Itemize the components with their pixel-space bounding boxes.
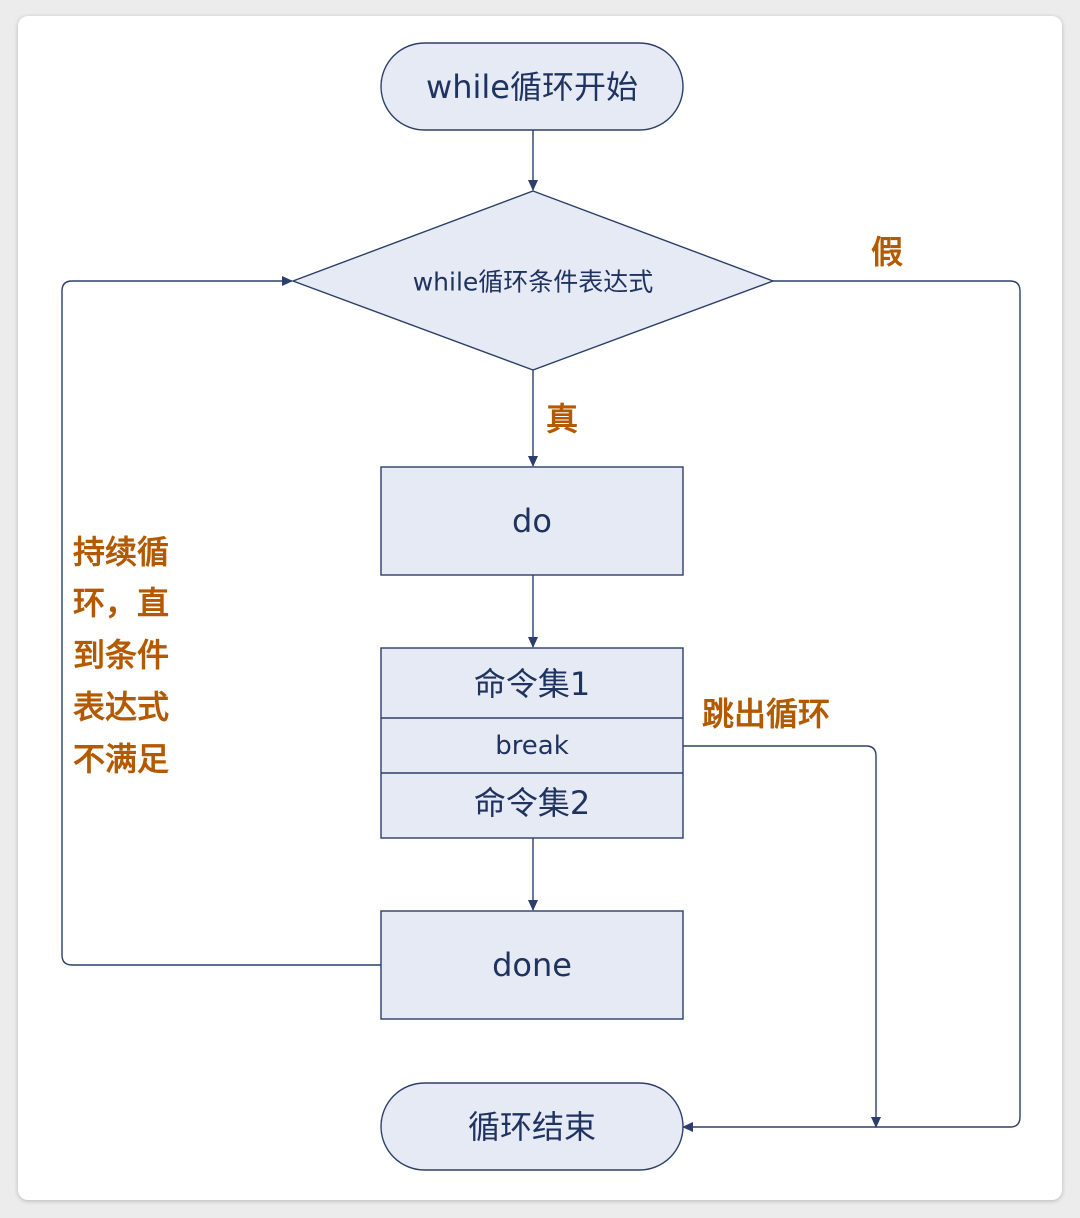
continue-line-3: 到条件	[73, 636, 169, 674]
end-terminal: 循环结束	[380, 1082, 684, 1171]
start-label: while循环开始	[426, 68, 638, 106]
continue-loop-label: 持续循 环，直 到条件 表达式 不满足	[73, 533, 169, 778]
false-label: 假	[871, 233, 903, 271]
do-box: do	[380, 466, 684, 576]
done-label: done	[492, 946, 572, 984]
break-out-label: 跳出循环	[702, 695, 830, 733]
condition-label: while循环条件表达式	[413, 268, 654, 297]
end-label: 循环结束	[468, 1108, 596, 1146]
condition-diamond: while循环条件表达式	[290, 190, 776, 371]
continue-line-5: 不满足	[73, 740, 169, 778]
continue-line-2: 环，直	[73, 584, 169, 622]
cmd2-label: 命令集2	[474, 784, 590, 822]
start-terminal: while循环开始	[380, 42, 684, 131]
arrow-false-exit	[682, 280, 1021, 1132]
break-label: break	[495, 731, 569, 761]
command-block: 命令集1 break 命令集2	[380, 647, 684, 839]
continue-line-1: 持续循	[73, 533, 169, 571]
continue-line-4: 表达式	[73, 688, 169, 726]
arrow-break-exit	[683, 745, 881, 1128]
true-label: 真	[546, 400, 578, 438]
done-box: done	[380, 910, 684, 1020]
arrow-loop-back	[61, 276, 381, 966]
do-label: do	[512, 502, 552, 540]
cmd1-label: 命令集1	[474, 665, 590, 703]
